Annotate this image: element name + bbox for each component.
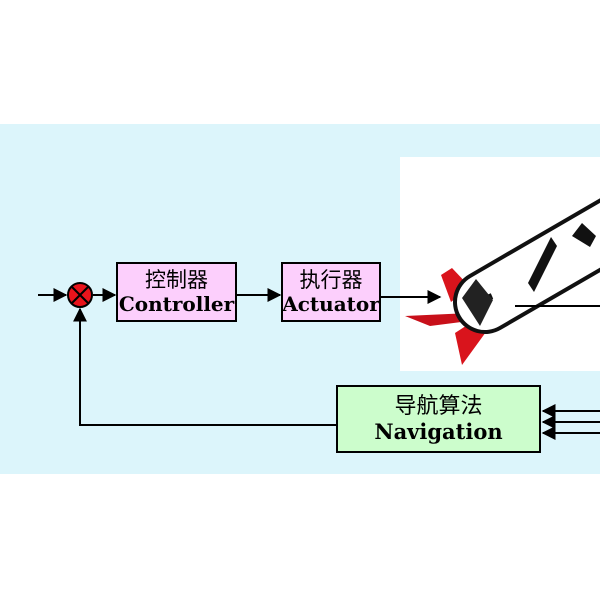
rocket-top-fin xyxy=(441,268,470,302)
actuator-block: 执行器 Actuator xyxy=(281,262,381,322)
actuator-label-en: Actuator xyxy=(282,291,380,316)
controller-label-cn: 控制器 xyxy=(145,268,208,293)
summing-junction-icon xyxy=(67,282,93,308)
actuator-label-cn: 执行器 xyxy=(299,268,363,293)
controller-block: 控制器 Controller xyxy=(116,262,237,322)
rocket-body-fill xyxy=(457,202,600,330)
rocket-icon xyxy=(405,198,600,365)
controller-label-en: Controller xyxy=(118,291,235,316)
navigation-label-cn: 导航算法 xyxy=(394,394,483,420)
rocket-band-mid xyxy=(528,237,557,292)
feedback-path xyxy=(73,307,336,426)
rocket-band-front xyxy=(572,223,596,247)
navigation-block: 导航算法 Navigation xyxy=(336,385,541,453)
rocket-tail-shade xyxy=(462,279,493,326)
navigation-label-en: Navigation xyxy=(374,418,503,444)
